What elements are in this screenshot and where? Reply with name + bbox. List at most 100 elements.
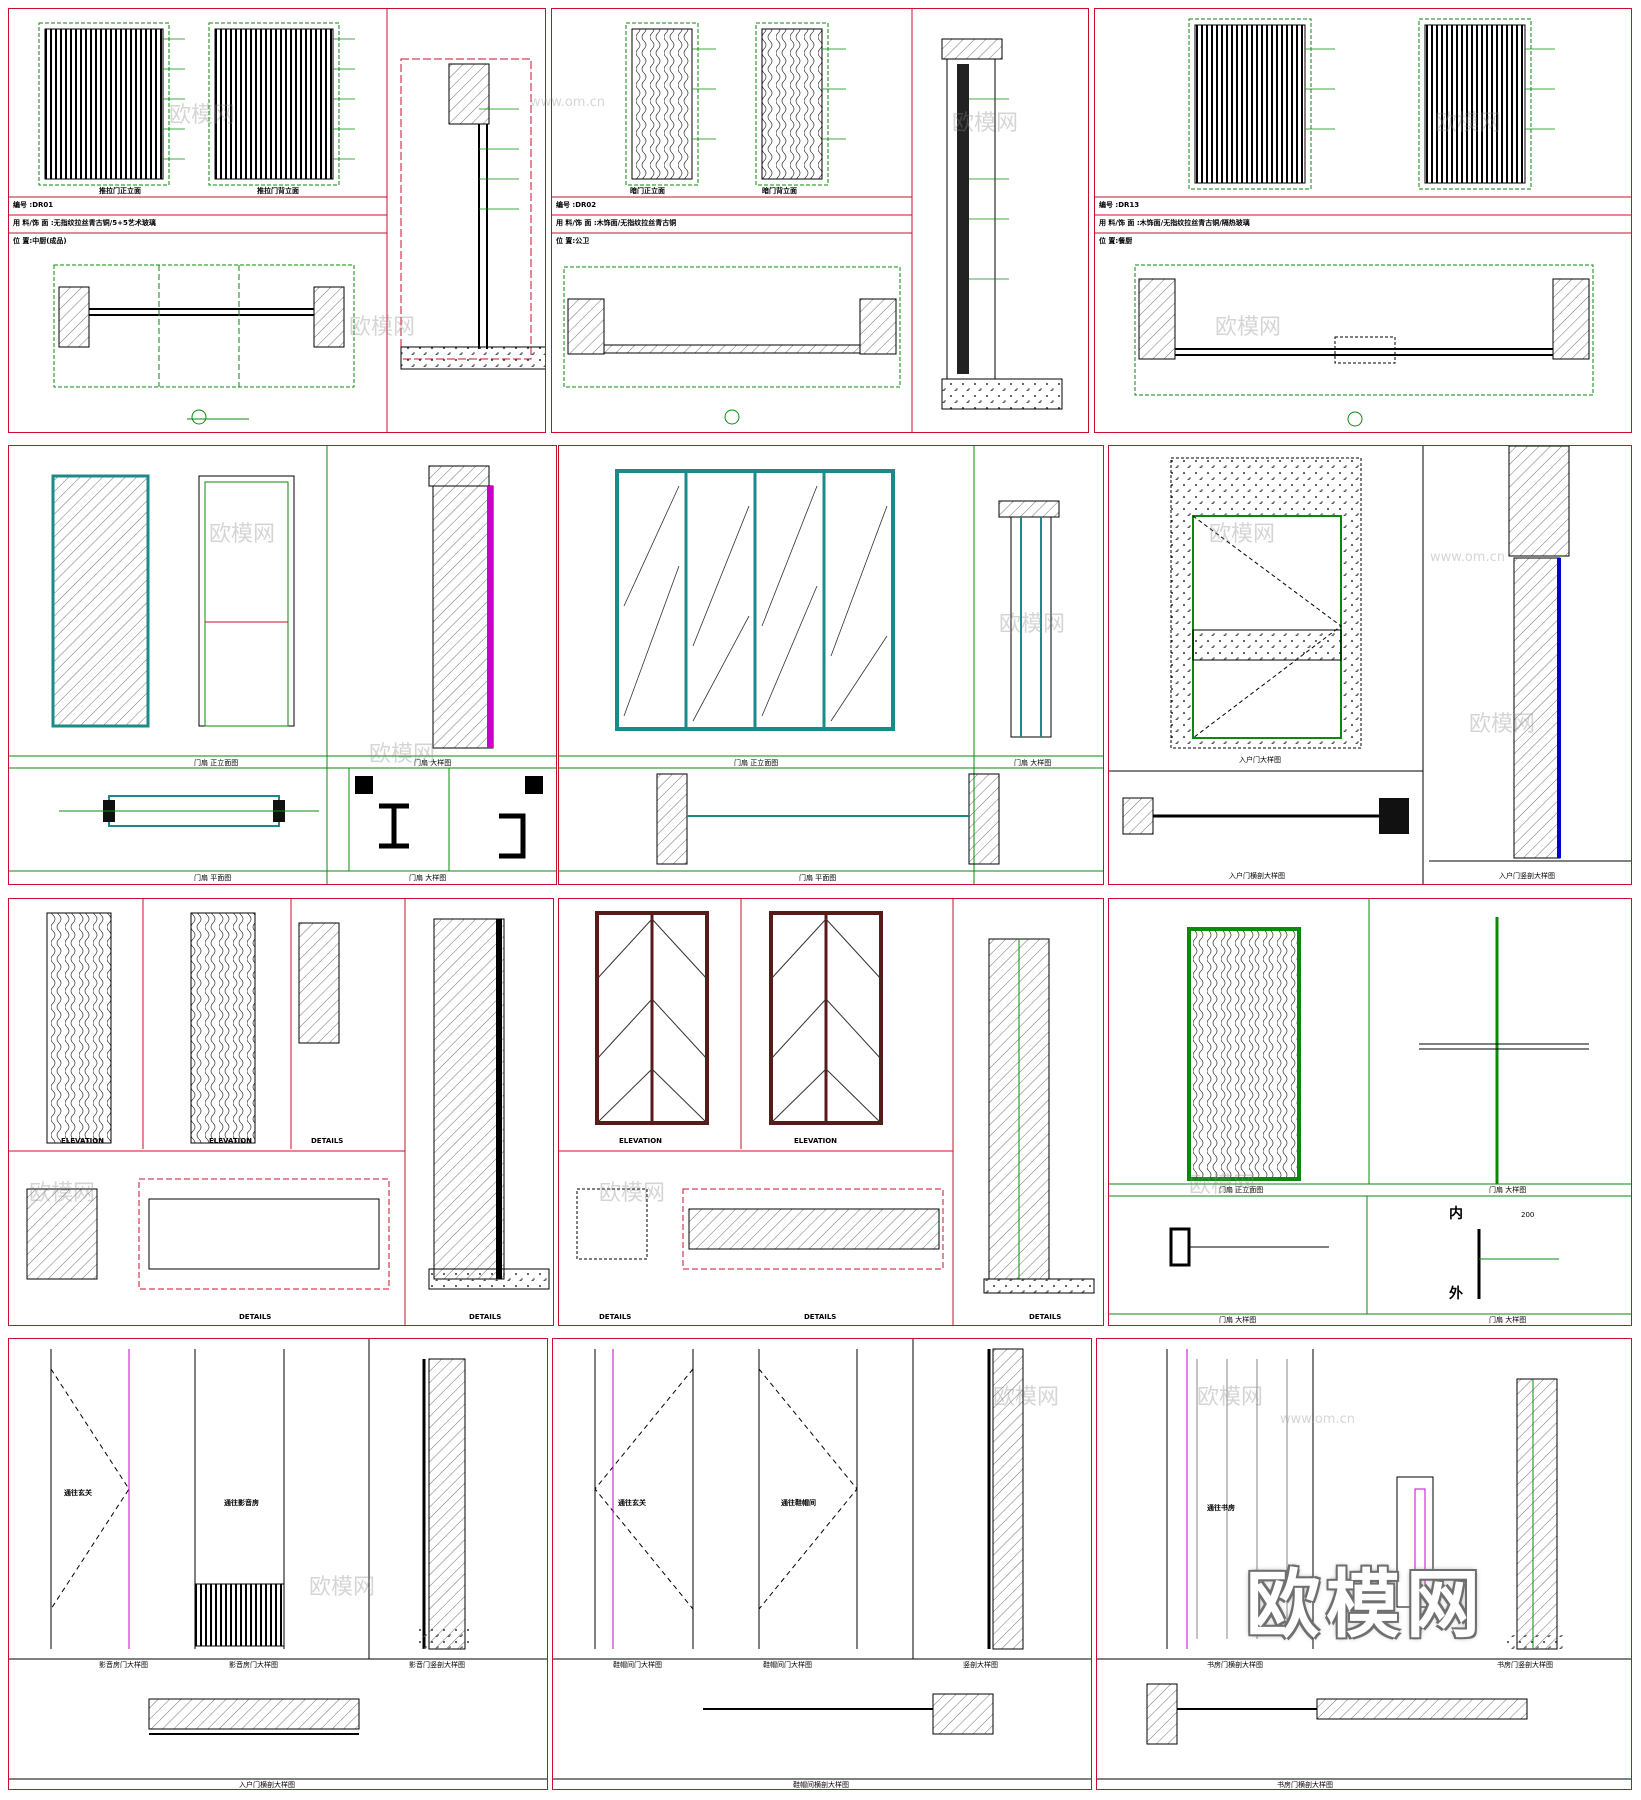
title-entry-hsection: 入户门横剖大样图: [1229, 872, 1285, 880]
title-av-vsection: 影音门竖剖大样图: [409, 1661, 465, 1669]
title-shoe-vsection: 竖剖大样图: [963, 1661, 998, 1669]
sheet-elev-b-drawing: [559, 899, 1095, 1325]
watermark-text: 欧模网: [599, 1181, 666, 1206]
watermark-text: 欧模网: [369, 742, 436, 767]
watermark-text: 欧模网: [999, 612, 1066, 637]
sheet-elev-a-drawing: [9, 899, 550, 1325]
door-code: 编号 :DR02: [556, 201, 597, 209]
title-details: DETAILS: [239, 1313, 272, 1321]
watermark-url: www.om.cn: [530, 95, 605, 110]
sheet-entry-door-drawing: [1109, 446, 1631, 884]
direction-note: 通往鞋帽间: [781, 1499, 816, 1507]
footer-front: 门扇 正立面图: [1219, 1186, 1264, 1194]
door-material: 用 料/饰 面 :无指纹拉丝青古铜/5+5艺术玻璃: [13, 219, 156, 227]
sheet-shoe-room-door-drawing: [553, 1339, 1091, 1780]
sheet-elev-b: ELEVATION ELEVATION DETAILS DETAILS DETA…: [558, 898, 1104, 1326]
dimension-value: 200: [1521, 1211, 1535, 1219]
door-code: 编号 :DR01: [13, 201, 54, 209]
title-shoe-elev-1: 鞋帽间门大样图: [613, 1661, 662, 1669]
direction-note: 通往玄关: [618, 1499, 646, 1507]
title-elevation-1: ELEVATION: [61, 1137, 105, 1145]
title-elevation-2: ELEVATION: [794, 1137, 838, 1145]
sheet-entry-door: 入户门大样图 入户门横剖大样图 入户门竖剖大样图 欧模网 欧模网: [1108, 445, 1632, 885]
footer-plan: 门扇 大样图: [1219, 1316, 1257, 1324]
sheet-study-door: 通往书房 书房门横剖大样图 书房门竖剖大样图 书房门横剖大样图 欧模网: [1096, 1338, 1632, 1790]
sheet-dr01: 推拉门正立面 推拉门背立面 编号 :DR01 用 料/饰 面 :无指纹拉丝青古铜…: [8, 8, 546, 433]
title-shoe-elev-2: 鞋帽间门大样图: [763, 1661, 812, 1669]
title-elevation-1: ELEVATION: [619, 1137, 663, 1145]
footer-plan: 门扇 平面图: [799, 874, 837, 882]
footer-detail: 门扇 大样图: [409, 874, 447, 882]
door-material: 用 料/饰 面 :木饰面/无指纹拉丝青古铜: [556, 219, 677, 227]
watermark-text: 欧模网: [209, 522, 276, 547]
footer-front: 门扇 正立面图: [194, 759, 239, 767]
watermark-text: 欧模网: [1189, 1173, 1256, 1198]
watermark-text: 欧模网: [169, 103, 236, 128]
door-location: 位 置:餐厨: [1099, 237, 1133, 245]
sheet-av-room-door: 通往玄关 通往影音房 影音房门大样图 影音房门大样图 影音门竖剖大样图 入户门横…: [8, 1338, 548, 1790]
title-entry-vsection: 入户门竖剖大样图: [1499, 872, 1555, 880]
footer-detail: 门扇 大样图: [1014, 759, 1052, 767]
view-title-back: 暗门背立面: [762, 187, 797, 195]
title-study-vsection: 书房门竖剖大样图: [1497, 1661, 1553, 1669]
watermark-text: 欧模网: [993, 1385, 1060, 1410]
label-outside: 外: [1449, 1286, 1463, 1302]
title-study-hsection: 书房门横剖大样图: [1277, 1781, 1333, 1789]
sheet-dr02-drawing: [552, 9, 1063, 432]
title-elevation-2: ELEVATION: [209, 1137, 253, 1145]
footer-front: 门扇 正立面图: [734, 759, 779, 767]
view-title-front: 推拉门正立面: [99, 187, 141, 195]
sheet-door-c-drawing: [1109, 899, 1631, 1315]
direction-note: 通往书房: [1207, 1504, 1235, 1512]
sheet-study-door-drawing: [1097, 1349, 1631, 1780]
watermark-text: 欧模网: [1215, 315, 1282, 340]
title-details: DETAILS: [1029, 1313, 1062, 1321]
door-material: 用 料/饰 面 :木饰面/无指纹拉丝青古铜/隔热玻璃: [1099, 219, 1250, 227]
door-location: 位 置:公卫: [556, 237, 590, 245]
sheet-elev-a: ELEVATION ELEVATION DETAILS DETAILS DETA…: [8, 898, 554, 1326]
watermark-text: 欧模网: [1435, 111, 1502, 136]
title-details: DETAILS: [311, 1137, 344, 1145]
sheet-door-c: 门扇 正立面图 门扇 大样图 门扇 大样图 门扇 大样图 内 外 200 欧模网: [1108, 898, 1632, 1326]
sheet-dr13: 编号 :DR13 用 料/饰 面 :木饰面/无指纹拉丝青古铜/隔热玻璃 位 置:…: [1094, 8, 1632, 433]
footer-detail: 门扇 大样图: [1489, 1316, 1527, 1324]
title-details: DETAILS: [804, 1313, 837, 1321]
sheet-dr01-drawing: [9, 9, 545, 432]
watermark-logo: 欧模网: [1246, 1562, 1486, 1648]
title-details: DETAILS: [599, 1313, 632, 1321]
watermark-text: 欧模网: [309, 1575, 376, 1600]
sheet-door-b-drawing: [559, 446, 1103, 884]
title-entry-elev: 入户门大样图: [1239, 756, 1281, 764]
direction-note: 通往影音房: [224, 1499, 259, 1507]
direction-note: 通往玄关: [64, 1489, 92, 1497]
sheet-dr13-drawing: [1095, 18, 1631, 427]
watermark-text: 欧模网: [1209, 522, 1276, 547]
watermark-text: 欧模网: [349, 315, 416, 340]
sheet-shoe-room-door: 通往玄关 通往鞋帽间 鞋帽间门大样图 鞋帽间门大样图 竖剖大样图 鞋帽间横剖大样…: [552, 1338, 1092, 1790]
watermark-text: 欧模网: [1469, 712, 1536, 737]
title-study-elev: 书房门横剖大样图: [1207, 1661, 1263, 1669]
title-av-hsection: 入户门横剖大样图: [239, 1781, 295, 1789]
watermark-text: 欧模网: [29, 1181, 96, 1206]
sheet-door-a: 门扇 正立面图 门扇 大样图 门扇 平面图 门扇 大样图 欧模网 欧模网: [8, 445, 557, 885]
title-av-elev-2: 影音房门大样图: [229, 1661, 278, 1669]
footer-plan: 门扇 平面图: [194, 874, 232, 882]
sheet-dr02: 暗门正立面 暗门背立面 编号 :DR02 用 料/饰 面 :木饰面/无指纹拉丝青…: [551, 8, 1089, 433]
watermark-url: www.om.cn: [1430, 550, 1505, 565]
watermark-text: 欧模网: [1197, 1385, 1264, 1410]
sheet-door-a-drawing: [9, 446, 556, 884]
title-details: DETAILS: [469, 1313, 502, 1321]
door-location: 位 置:中厨(成品): [13, 237, 67, 245]
sheet-av-room-door-drawing: [9, 1339, 547, 1780]
footer-detail: 门扇 大样图: [414, 759, 452, 767]
title-shoe-hsection: 鞋帽间横剖大样图: [793, 1781, 849, 1789]
title-av-elev-1: 影音房门大样图: [99, 1661, 148, 1669]
watermark-url: www.om.cn: [1280, 1412, 1355, 1427]
view-title-front: 暗门正立面: [630, 187, 665, 195]
sheet-door-b: 门扇 正立面图 门扇 大样图 门扇 平面图 欧模网: [558, 445, 1104, 885]
footer-detail: 门扇 大样图: [1489, 1186, 1527, 1194]
watermark-text: 欧模网: [952, 111, 1019, 136]
label-inside: 内: [1449, 1206, 1463, 1222]
view-title-back: 推拉门背立面: [257, 187, 299, 195]
door-code: 编号 :DR13: [1099, 201, 1140, 209]
